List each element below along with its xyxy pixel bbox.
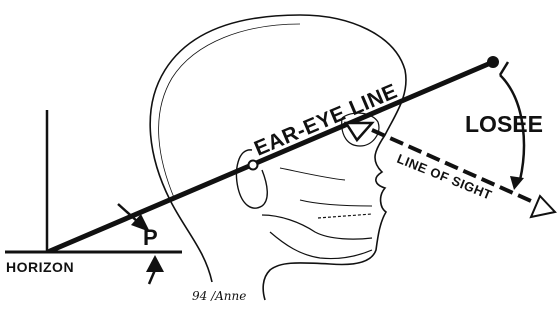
horizon-label: HORIZON xyxy=(6,259,74,275)
p-lower-arrow-shaft xyxy=(149,270,155,284)
jaw-outline xyxy=(262,215,372,239)
p-lower-arrowhead xyxy=(146,255,164,272)
line-of-sight-arrowhead xyxy=(531,196,555,217)
mandible xyxy=(270,232,372,259)
losee-arc-arrowhead xyxy=(510,176,524,190)
artist-signature: 94 /Anne xyxy=(192,289,246,303)
losee-label: LOSEE xyxy=(465,111,543,137)
p-label: P xyxy=(143,225,158,250)
losee-arc-top-tick xyxy=(500,62,508,75)
ear-eye-line-label: EAR-EYE LINE xyxy=(251,80,401,161)
line-of-sight-label: LINE OF SIGHT xyxy=(395,151,494,203)
ear-eye-endpoint-dot xyxy=(487,56,499,68)
eye-triangle-marker xyxy=(346,123,372,140)
head-outline xyxy=(150,15,406,300)
line-of-sight xyxy=(372,130,540,205)
upper-jaw xyxy=(300,200,372,206)
ear-point-marker xyxy=(249,161,258,170)
teeth-line xyxy=(318,214,372,218)
cheekbone xyxy=(280,168,345,180)
